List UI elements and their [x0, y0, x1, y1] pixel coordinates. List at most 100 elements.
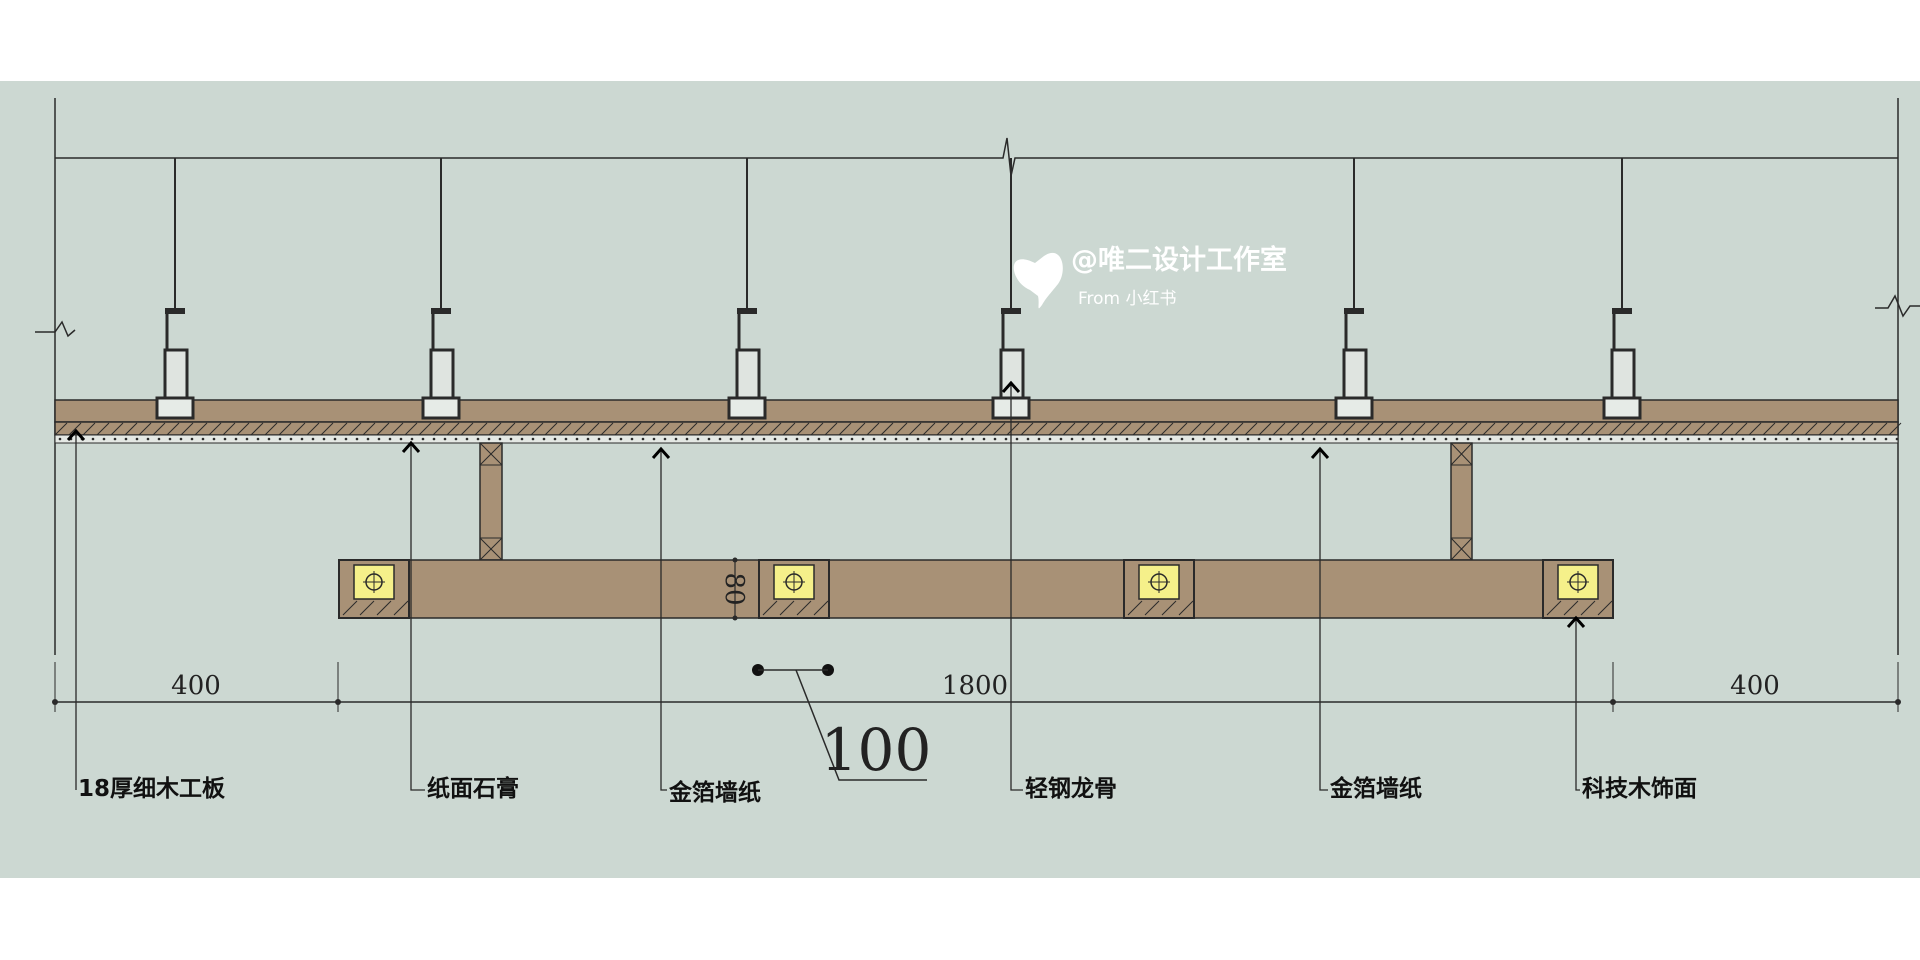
- hatch-stroke: [1034, 422, 1048, 436]
- gypsum-dot: [344, 437, 348, 441]
- gypsum-dot: [1015, 437, 1019, 441]
- hatch-stroke: [1650, 422, 1664, 436]
- gypsum-dot: [652, 437, 656, 441]
- hatch-stroke: [1608, 422, 1622, 436]
- hatch-stroke: [1804, 422, 1818, 436]
- gypsum-dot: [311, 437, 315, 441]
- gypsum-dot: [168, 437, 172, 441]
- hatch-stroke: [572, 422, 586, 436]
- housing-hatch: [1127, 600, 1143, 616]
- gypsum-dot: [1818, 437, 1822, 441]
- gypsum-dot: [927, 437, 931, 441]
- gypsum-dot: [1785, 437, 1789, 441]
- hatch-stroke: [712, 422, 726, 436]
- hatch-stroke: [936, 422, 950, 436]
- gypsum-dot: [828, 437, 832, 441]
- gypsum-dot: [608, 437, 612, 441]
- gypsum-dot: [839, 437, 843, 441]
- dim-left: 400: [171, 671, 221, 701]
- hatch-stroke: [1524, 422, 1538, 436]
- dim-right: 400: [1730, 671, 1780, 701]
- hatch-stroke: [1244, 422, 1258, 436]
- gypsum-dot: [1488, 437, 1492, 441]
- hatch-stroke: [950, 422, 964, 436]
- gypsum-dot: [861, 437, 865, 441]
- gypsum-dot: [1477, 437, 1481, 441]
- gypsum-dot: [498, 437, 502, 441]
- gypsum-dot: [707, 437, 711, 441]
- hatch-stroke: [740, 422, 754, 436]
- label-gypsum: 纸面石膏: [427, 775, 519, 802]
- gypsum-dot: [872, 437, 876, 441]
- gypsum-dot: [1169, 437, 1173, 441]
- hatch-stroke: [726, 422, 740, 436]
- gypsum-dot: [1521, 437, 1525, 441]
- gypsum-dot: [1631, 437, 1635, 441]
- hatch-stroke: [1314, 422, 1328, 436]
- hatch-stroke: [600, 422, 614, 436]
- gypsum-dot: [1796, 437, 1800, 441]
- gypsum-dot: [938, 437, 942, 441]
- hatch-stroke: [1874, 422, 1888, 436]
- gypsum-dot: [729, 437, 733, 441]
- gypsum-dot: [1642, 437, 1646, 441]
- post-cross: [1450, 537, 1473, 561]
- gypsum-dot: [960, 437, 964, 441]
- gypsum-dot: [1774, 437, 1778, 441]
- gypsum-dot: [1455, 437, 1459, 441]
- gypsum-dot: [520, 437, 524, 441]
- gypsum-dot: [1202, 437, 1206, 441]
- hatch-stroke: [1664, 422, 1678, 436]
- gypsum-dot: [1730, 437, 1734, 441]
- gypsum-dot: [1037, 437, 1041, 441]
- hatch-stroke: [1482, 422, 1496, 436]
- hatch-stroke: [1496, 422, 1510, 436]
- hatch-stroke: [1762, 422, 1776, 436]
- gypsum-dot: [146, 437, 150, 441]
- hatch-stroke: [1258, 422, 1272, 436]
- label-light-steel-keel: 轻钢龙骨: [1025, 775, 1117, 802]
- hatch-stroke: [334, 422, 348, 436]
- gypsum-dot: [509, 437, 513, 441]
- hatch-stroke: [1160, 422, 1174, 436]
- hatch-stroke: [236, 422, 250, 436]
- label-leader: [660, 449, 667, 791]
- housing-hatch: [1546, 600, 1562, 616]
- gypsum-dot: [487, 437, 491, 441]
- hatch-stroke: [1580, 422, 1594, 436]
- hatch-stroke: [180, 422, 194, 436]
- wood-post: [479, 442, 503, 561]
- housing-hatch: [813, 600, 829, 616]
- housing-hatch: [1597, 600, 1613, 616]
- hatch-stroke: [1594, 422, 1608, 436]
- hatch-stroke: [502, 422, 516, 436]
- gypsum-dot: [784, 437, 788, 441]
- hatch-stroke: [320, 422, 334, 436]
- gypsum-dot: [1114, 437, 1118, 441]
- dimension-tick: [335, 699, 341, 705]
- hatch-stroke: [1622, 422, 1636, 436]
- hatch-stroke: [1706, 422, 1720, 436]
- gypsum-dot: [597, 437, 601, 441]
- keel-channel: [727, 396, 767, 420]
- gypsum-dot: [1356, 437, 1360, 441]
- gypsum-dot: [1741, 437, 1745, 441]
- gypsum-dot: [1048, 437, 1052, 441]
- hatch-stroke: [1006, 422, 1020, 436]
- gypsum-dot: [1235, 437, 1239, 441]
- gypsum-dot: [531, 437, 535, 441]
- hatch-stroke: [460, 422, 474, 436]
- gypsum-dot: [399, 437, 403, 441]
- hatch-stroke: [362, 422, 376, 436]
- gypsum-dot: [289, 437, 293, 441]
- hatch-stroke: [1146, 422, 1160, 436]
- label-gold-foil-2: 金箔墙纸: [1329, 775, 1422, 802]
- gypsum-dot: [465, 437, 469, 441]
- hatch-stroke: [1846, 422, 1860, 436]
- gypsum-dot: [1378, 437, 1382, 441]
- dim-dot: [732, 557, 738, 563]
- gypsum-dot: [916, 437, 920, 441]
- hatch-stroke: [1062, 422, 1076, 436]
- gypsum-dot: [278, 437, 282, 441]
- hatch-stroke: [516, 422, 530, 436]
